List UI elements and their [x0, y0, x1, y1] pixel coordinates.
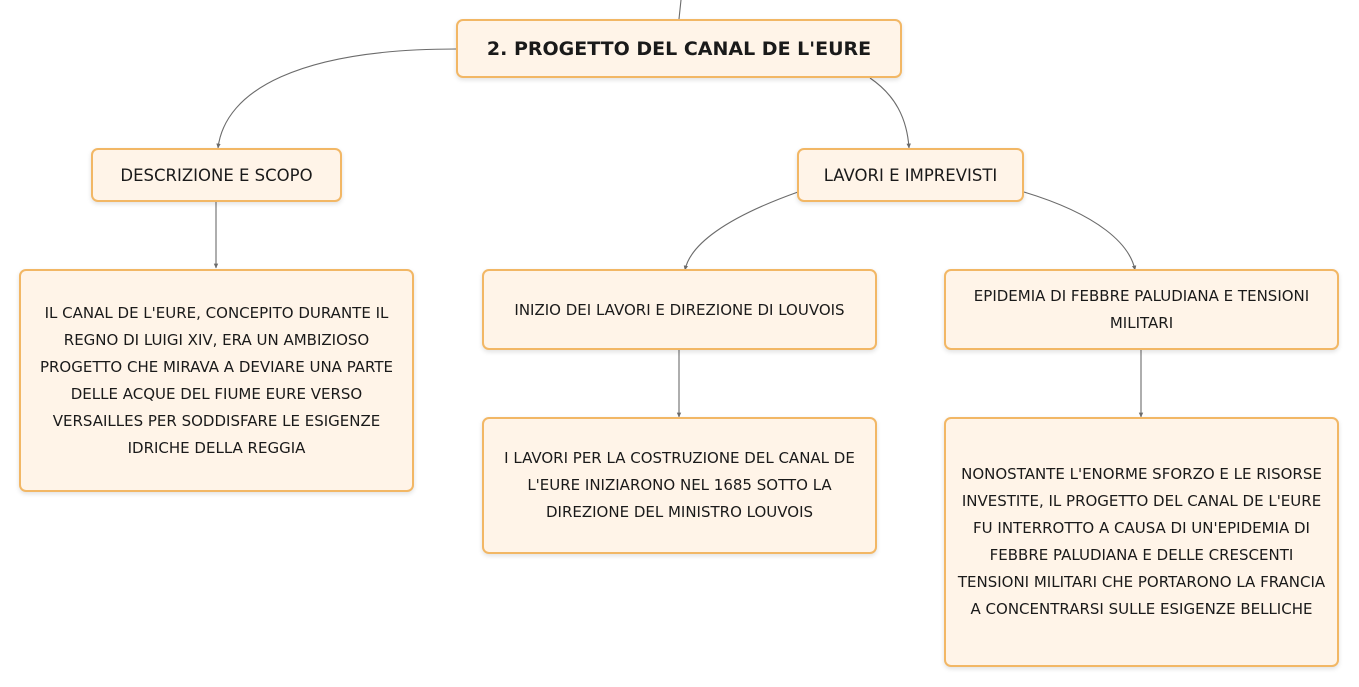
node-descrizione-detail[interactable]: IL CANAL DE L'EURE, CONCEPITO DURANTE IL…	[19, 269, 414, 492]
node-epidemia-detail[interactable]: NONOSTANTE L'ENORME SFORZO E LE RISORSE …	[944, 417, 1339, 667]
node-descrizione-label: DESCRIZIONE E SCOPO	[120, 165, 313, 185]
node-inizio-dei-lavori[interactable]: INIZIO DEI LAVORI E DIREZIONE DI LOUVOIS	[482, 269, 877, 350]
connector-incoming-root	[678, 0, 682, 20]
root-node[interactable]: 2. PROGETTO DEL CANAL DE L'EURE	[456, 19, 902, 78]
connector-lavori-inizio	[683, 191, 799, 271]
connector-lavori-epidemia	[1023, 191, 1137, 271]
connector-root-lavori	[869, 77, 911, 149]
node-descrizione-detail-text: IL CANAL DE L'EURE, CONCEPITO DURANTE IL…	[39, 303, 394, 457]
node-lavori-label: LAVORI E IMPREVISTI	[823, 165, 998, 185]
node-lavori-e-imprevisti[interactable]: LAVORI E IMPREVISTI	[797, 148, 1024, 202]
node-inizio-detail-text: I LAVORI PER LA COSTRUZIONE DEL CANAL DE…	[504, 449, 855, 521]
root-node-label: 2. PROGETTO DEL CANAL DE L'EURE	[486, 37, 872, 60]
node-inizio-detail[interactable]: I LAVORI PER LA COSTRUZIONE DEL CANAL DE…	[482, 417, 877, 554]
node-inizio-label: INIZIO DEI LAVORI E DIREZIONE DI LOUVOIS	[514, 300, 845, 319]
connector-root-descrizione	[216, 48, 457, 149]
node-descrizione-e-scopo[interactable]: DESCRIZIONE E SCOPO	[91, 148, 342, 202]
node-epidemia-detail-text: NONOSTANTE L'ENORME SFORZO E LE RISORSE …	[957, 465, 1326, 618]
node-epidemia[interactable]: EPIDEMIA DI FEBBRE PALUDIANA E TENSIONI …	[944, 269, 1339, 350]
node-epidemia-label: EPIDEMIA DI FEBBRE PALUDIANA E TENSIONI …	[973, 286, 1310, 332]
